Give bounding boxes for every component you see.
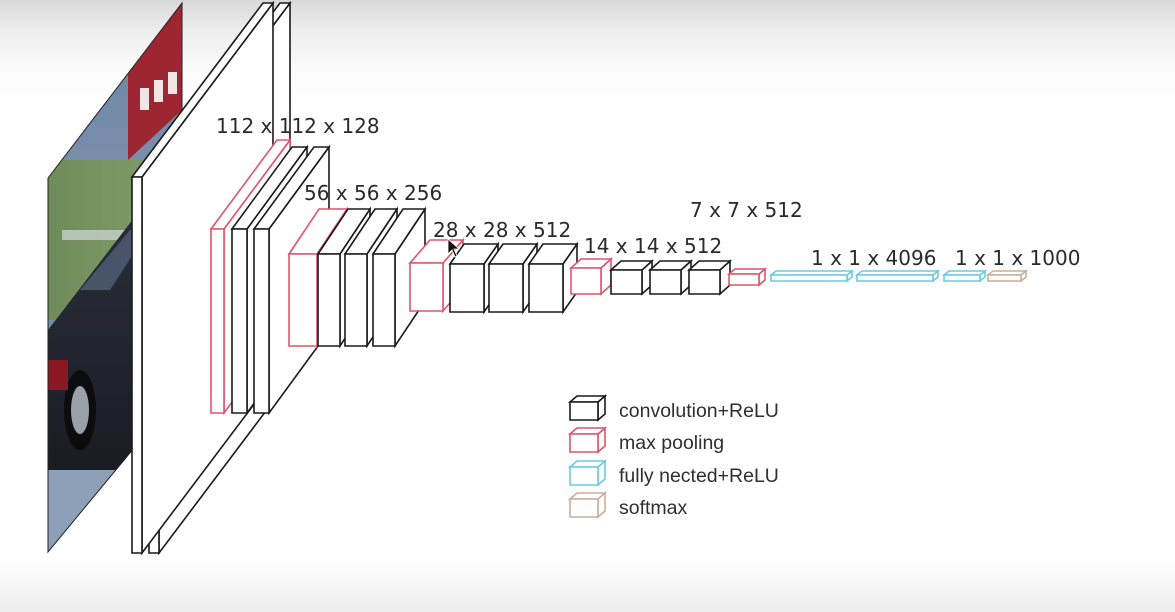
layer-boxes — [130, 0, 1029, 556]
legend-swatch-softmax-top — [567, 492, 608, 500]
legend-label-softmax: softmax — [619, 497, 688, 519]
pool1-front — [210, 228, 225, 414]
conv4-3-front — [528, 263, 564, 313]
conv5-1 — [608, 259, 655, 296]
fc6-front — [770, 274, 848, 282]
legend — [567, 394, 608, 519]
conv3-1-front — [317, 253, 341, 347]
dim-label-fc: 1 x 1 x 4096 — [811, 246, 936, 270]
conv5-2 — [647, 259, 694, 296]
fc8 — [941, 269, 988, 283]
legend-swatch-conv-top — [567, 395, 608, 403]
legend-swatch-softmax-front — [569, 498, 599, 518]
legend-label-conv: convolution+ReLU — [619, 400, 779, 422]
pool4-front — [570, 267, 602, 295]
dim-label-conv5: 14 x 14 x 512 — [584, 234, 722, 258]
pool4 — [568, 257, 614, 296]
conv2-2-front — [253, 228, 270, 414]
pool5-front — [728, 273, 760, 286]
legend-label-pool: max pooling — [619, 432, 724, 454]
legend-swatch-fc — [567, 459, 608, 487]
conv4-1-front — [449, 263, 485, 313]
legend-swatch-fc-top — [567, 460, 608, 468]
softmax-layer — [985, 269, 1029, 283]
conv5-2-front — [649, 269, 682, 295]
legend-swatch-pool — [567, 426, 608, 454]
legend-swatch-conv-front — [569, 401, 599, 421]
conv2-1-front — [231, 228, 248, 414]
legend-swatch-pool-front — [569, 433, 599, 453]
fc6 — [768, 269, 855, 283]
legend-swatch-conv — [567, 394, 608, 422]
legend-swatch-fc-front — [569, 466, 599, 486]
conv5-3 — [686, 259, 733, 296]
pool3-front — [409, 262, 444, 312]
dim-label-pool5: 7 x 7 x 512 — [690, 198, 803, 222]
fc8-front — [943, 274, 981, 282]
fc7-front — [856, 274, 934, 282]
dim-label-conv3: 56 x 56 x 256 — [304, 181, 442, 205]
conv1-slab-1-front — [131, 176, 143, 554]
conv5-1-front — [610, 269, 643, 295]
conv4-3 — [527, 241, 579, 315]
pool2-front — [288, 253, 318, 347]
fc7 — [854, 269, 941, 283]
dim-label-conv2: 112 x 112 x 128 — [216, 114, 380, 138]
softmax-layer-front — [987, 274, 1022, 282]
conv4-2-front — [488, 263, 524, 313]
conv3-2-front — [344, 253, 368, 347]
conv1-slab-1 — [130, 0, 275, 556]
legend-swatch-pool-top — [567, 427, 608, 435]
conv3-3-front — [372, 253, 396, 347]
legend-swatch-softmax — [567, 491, 608, 519]
pool5 — [726, 267, 768, 287]
legend-label-fc: fully nected+ReLU — [619, 465, 779, 487]
conv5-3-front — [688, 269, 721, 295]
mouse-cursor-icon — [447, 238, 461, 258]
dim-label-softmax: 1 x 1 x 1000 — [955, 246, 1080, 270]
dim-label-conv4: 28 x 28 x 512 — [433, 218, 571, 242]
